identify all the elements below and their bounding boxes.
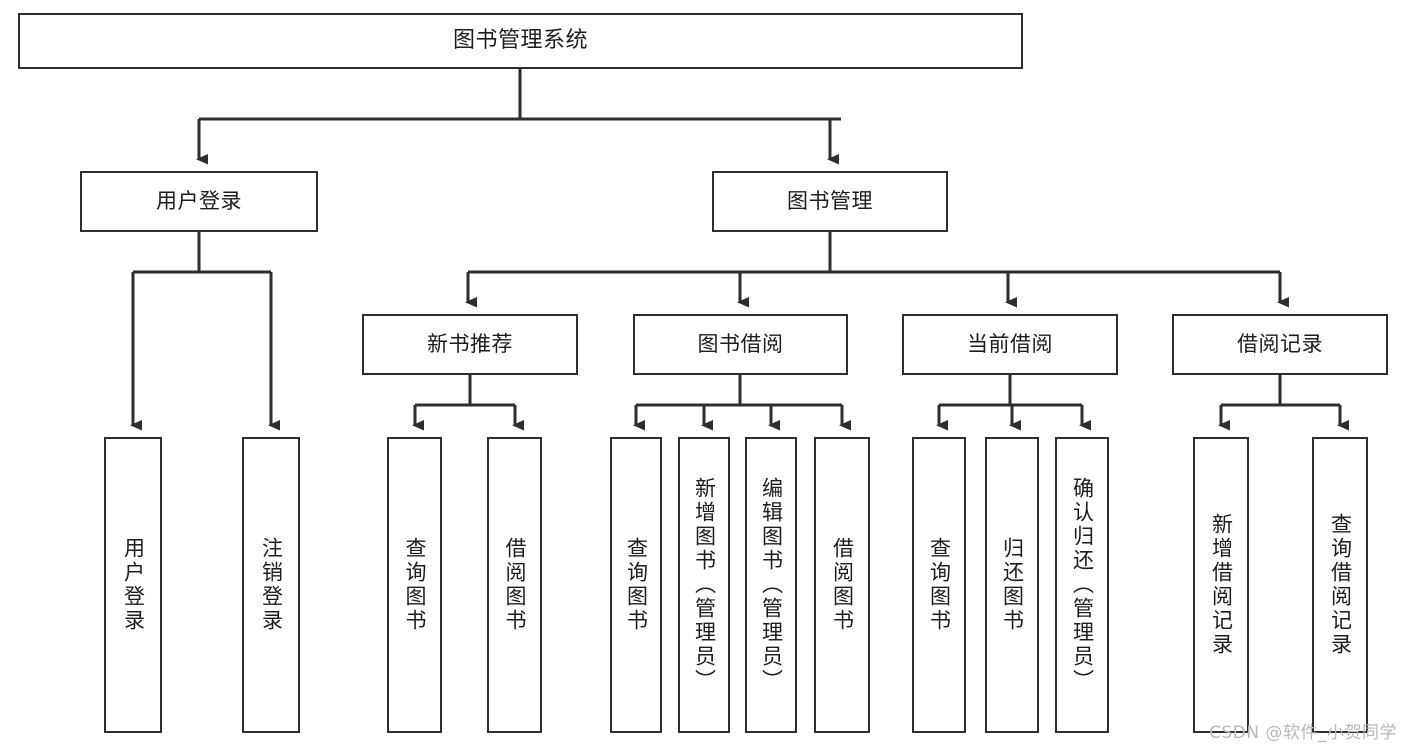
node-leaf-return-book[interactable]: 归还图书 [985,437,1039,733]
node-leaf-query-book-rec-label: 查询图书 [403,537,427,633]
node-leaf-user-login-label: 用户登录 [121,537,146,633]
node-book-borrow[interactable]: 图书借阅 [633,314,848,375]
node-leaf-add-record[interactable]: 新增借阅记录 [1193,437,1249,733]
node-leaf-borrow-book-rec[interactable]: 借阅图书 [487,437,542,733]
node-leaf-edit-book-label: 编辑图书（管理员） [759,477,784,693]
node-leaf-add-record-label: 新增借阅记录 [1209,513,1234,657]
node-leaf-add-book-label: 新增图书（管理员） [692,477,717,693]
node-leaf-query-record-label: 查询借阅记录 [1328,513,1353,657]
node-leaf-query-book-cur-label: 查询图书 [927,537,952,633]
node-leaf-borrow-book-label: 借阅图书 [830,537,855,633]
node-user-login[interactable]: 用户登录 [80,171,318,232]
node-leaf-query-book-borrow[interactable]: 查询图书 [610,437,662,733]
node-leaf-edit-book[interactable]: 编辑图书（管理员） [745,437,797,733]
node-leaf-confirm-return[interactable]: 确认归还（管理员） [1055,437,1109,733]
node-leaf-borrow-book-rec-label: 借阅图书 [503,537,527,633]
node-leaf-query-book-rec[interactable]: 查询图书 [387,437,442,733]
node-leaf-query-book-cur[interactable]: 查询图书 [912,437,966,733]
node-root[interactable]: 图书管理系统 [18,13,1023,69]
node-leaf-logout[interactable]: 注销登录 [242,437,300,733]
node-current-borrow-label: 当前借阅 [967,332,1053,357]
node-new-book-rec[interactable]: 新书推荐 [362,314,578,375]
node-leaf-logout-label: 注销登录 [259,537,284,633]
node-leaf-confirm-return-label: 确认归还（管理员） [1070,477,1095,693]
node-leaf-return-book-label: 归还图书 [1000,537,1025,633]
node-book-manage-label: 图书管理 [787,189,873,214]
node-leaf-user-login[interactable]: 用户登录 [104,437,162,733]
node-leaf-query-book-borrow-label: 查询图书 [624,537,649,633]
node-root-label: 图书管理系统 [452,28,588,54]
node-leaf-borrow-book[interactable]: 借阅图书 [814,437,870,733]
node-book-borrow-label: 图书借阅 [697,332,784,357]
node-current-borrow[interactable]: 当前借阅 [902,314,1118,375]
node-borrow-record-label: 借阅记录 [1237,332,1323,357]
node-new-book-rec-label: 新书推荐 [427,332,513,357]
node-borrow-record[interactable]: 借阅记录 [1172,314,1388,375]
node-book-manage[interactable]: 图书管理 [712,171,948,232]
node-leaf-query-record[interactable]: 查询借阅记录 [1312,437,1368,733]
node-user-login-label: 用户登录 [156,189,242,214]
node-leaf-add-book[interactable]: 新增图书（管理员） [678,437,730,733]
